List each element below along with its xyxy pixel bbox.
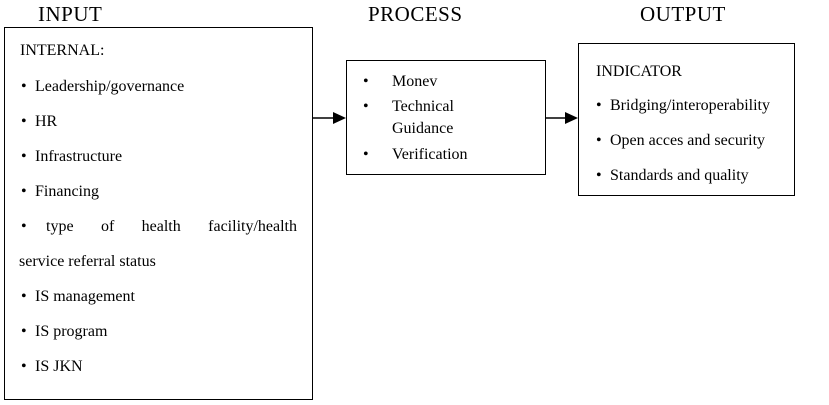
output-heading: OUTPUT [640,2,726,26]
input-box [4,27,313,400]
input-heading: INPUT [38,2,103,26]
bullet-icon: • [363,98,369,115]
input-item-leadership: Leadership/governance [35,78,185,95]
bullet-icon: • [21,323,27,340]
bullet-icon: • [21,113,27,130]
word: facility/health [208,218,297,235]
input-item-financing: Financing [35,183,99,200]
bullet-icon: • [21,78,27,95]
bullet-icon: • [596,167,602,184]
bullet-icon: • [21,218,27,235]
arrow-process-to-output-icon [546,112,578,124]
input-item-is-jkn: IS JKN [35,358,83,375]
input-title: INTERNAL: [20,42,105,59]
process-item-verification: Verification [392,146,468,163]
bullet-icon: • [21,148,27,165]
input-item-hr: HR [35,113,58,130]
input-item-facility-line2: service referral status [19,253,156,270]
word: of [100,218,115,235]
process-item-technical-line1: Technical [392,98,454,115]
input-item-facility-line1: type of health facility/health [46,217,297,237]
process-item-monev: Monev [392,73,438,90]
word: type [46,218,74,235]
output-item-open-access: Open acces and security [610,132,766,149]
bullet-icon: • [596,97,602,114]
word: health [141,218,181,235]
process-item-technical-line2: Guidance [392,120,454,137]
bullet-icon: • [21,183,27,200]
output-box [578,43,795,196]
process-box [346,60,546,175]
bullet-icon: • [596,132,602,149]
bullet-icon: • [21,288,27,305]
bullet-icon: • [21,358,27,375]
input-item-is-management: IS management [35,288,135,305]
input-item-infrastructure: Infrastructure [35,148,123,165]
output-item-bridging: Bridging/interoperability [610,97,770,114]
process-heading: PROCESS [368,2,463,26]
arrow-input-to-process-icon [313,112,346,124]
output-item-standards: Standards and quality [610,167,749,184]
bullet-icon: • [363,146,369,163]
input-item-is-program: IS program [35,323,108,340]
output-title: INDICATOR [596,63,682,80]
bullet-icon: • [363,73,369,90]
